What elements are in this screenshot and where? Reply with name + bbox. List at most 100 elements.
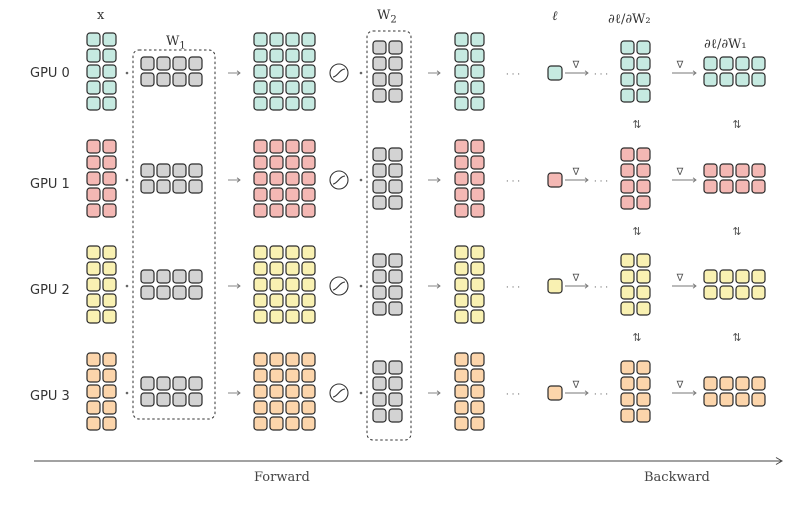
- matrix-cell: [388, 301, 403, 316]
- matrix-cell: [253, 384, 268, 399]
- matrix-cell: [372, 147, 387, 162]
- matrix-cell: [156, 72, 171, 87]
- matrix-cell: [253, 277, 268, 292]
- matrix-cell: [301, 64, 316, 79]
- matrix-cell: [172, 179, 187, 194]
- matrix-cell: [253, 48, 268, 63]
- arrow-loss-grad-gpu3-head: [584, 390, 589, 396]
- matrix-cell: [269, 187, 284, 202]
- matrix-cell: [636, 285, 651, 300]
- matrix-cell: [86, 187, 101, 202]
- matrix-cell: [470, 203, 485, 218]
- matrix-cell: [751, 269, 766, 284]
- matrix-cell: [102, 96, 117, 111]
- matrix-cell: [86, 352, 101, 367]
- matrix-cell: [388, 269, 403, 284]
- h2-matrix-gpu2: [454, 245, 485, 324]
- matrix-cell: [388, 285, 403, 300]
- matrix-cell: [719, 179, 734, 194]
- matrix-cell: [470, 261, 485, 276]
- x-matrix-gpu1: [86, 139, 117, 218]
- matrix-cell: [636, 147, 651, 162]
- matrix-cell: [454, 416, 469, 431]
- matrix-cell: [388, 392, 403, 407]
- matrix-cell: [102, 261, 117, 276]
- matrix-cell: [454, 400, 469, 415]
- matrix-cell: [156, 56, 171, 71]
- matrix-cell: [285, 96, 300, 111]
- w1-header-letter: W: [166, 34, 180, 49]
- matrix-cell: [285, 139, 300, 154]
- matrix-cell: [388, 195, 403, 210]
- matrix-cell: [86, 139, 101, 154]
- matrix-cell: [140, 72, 155, 87]
- matrix-cell: [156, 376, 171, 391]
- matrix-cell: [172, 285, 187, 300]
- matrix-cell: [719, 285, 734, 300]
- matrix-cell: [253, 155, 268, 170]
- matrix-cell: [253, 352, 268, 367]
- matrix-cell: [156, 179, 171, 194]
- grad-w1-matrix-gpu3: [703, 376, 766, 407]
- matrix-cell: [301, 277, 316, 292]
- matrix-cell: [269, 171, 284, 186]
- matrix-cell: [454, 32, 469, 47]
- matrix-cell: [719, 376, 734, 391]
- matrix-cell: [301, 352, 316, 367]
- matrix-cell: [86, 171, 101, 186]
- matrix-cell: [301, 261, 316, 276]
- matrix-cell: [719, 392, 734, 407]
- w2-header-letter: W: [377, 8, 391, 23]
- matrix-cell: [253, 245, 268, 260]
- matrix-cell: [703, 179, 718, 194]
- matrix-cell: [470, 368, 485, 383]
- matrix-cell: [454, 368, 469, 383]
- matrix-cell: [86, 64, 101, 79]
- activation-icon-gpu2-curve: [332, 281, 346, 291]
- matrix-cell: [372, 40, 387, 55]
- matrix-cell: [188, 392, 203, 407]
- matrix-cell: [620, 253, 635, 268]
- arrow-w1-h1-gpu3-head: [236, 390, 241, 396]
- matrix-cell: [269, 64, 284, 79]
- matrix-cell: [620, 40, 635, 55]
- matrix-cell: [285, 384, 300, 399]
- matrix-cell: [470, 245, 485, 260]
- matrix-cell: [372, 360, 387, 375]
- gpu-label-1: GPU 1: [30, 177, 70, 192]
- activation-icon-gpu2: [329, 276, 349, 296]
- matrix-cell: [620, 88, 635, 103]
- sync-arrow-w2-2-3: ⇅: [632, 331, 641, 344]
- matrix-cell: [620, 269, 635, 284]
- matrix-cell: [102, 64, 117, 79]
- matrix-cell: [454, 48, 469, 63]
- matrix-cell: [253, 80, 268, 95]
- sync-arrow-w2-0-1: ⇅: [632, 118, 641, 131]
- matrix-cell: [102, 309, 117, 324]
- matrix-cell: [454, 171, 469, 186]
- matrix-cell: [388, 56, 403, 71]
- matrix-cell: [102, 293, 117, 308]
- matrix-cell: [470, 155, 485, 170]
- matrix-cell: [269, 245, 284, 260]
- grad-w1-matrix-gpu1: [703, 163, 766, 194]
- matrix-cell: [172, 163, 187, 178]
- arrow-w2-h2-gpu0-head: [436, 70, 441, 76]
- multiply-dot-x-w1-gpu1: [125, 178, 129, 182]
- matrix-cell: [620, 179, 635, 194]
- sync-arrow-w1-2-3: ⇅: [732, 331, 741, 344]
- matrix-cell: [140, 163, 155, 178]
- matrix-cell: [735, 179, 750, 194]
- loss-cell-gpu0: [547, 65, 563, 81]
- matrix-cell: [269, 139, 284, 154]
- matrix-cell: [253, 416, 268, 431]
- matrix-cell: [253, 32, 268, 47]
- multiply-dot-x-w1-gpu0: [125, 71, 129, 75]
- matrix-cell: [140, 179, 155, 194]
- matrix-cell: [301, 155, 316, 170]
- matrix-cell: [388, 88, 403, 103]
- grad-w1-matrix-gpu0: [703, 56, 766, 87]
- ellipsis-backward-gpu3: · · ·: [594, 390, 608, 400]
- w1-matrix-gpu3: [140, 376, 203, 407]
